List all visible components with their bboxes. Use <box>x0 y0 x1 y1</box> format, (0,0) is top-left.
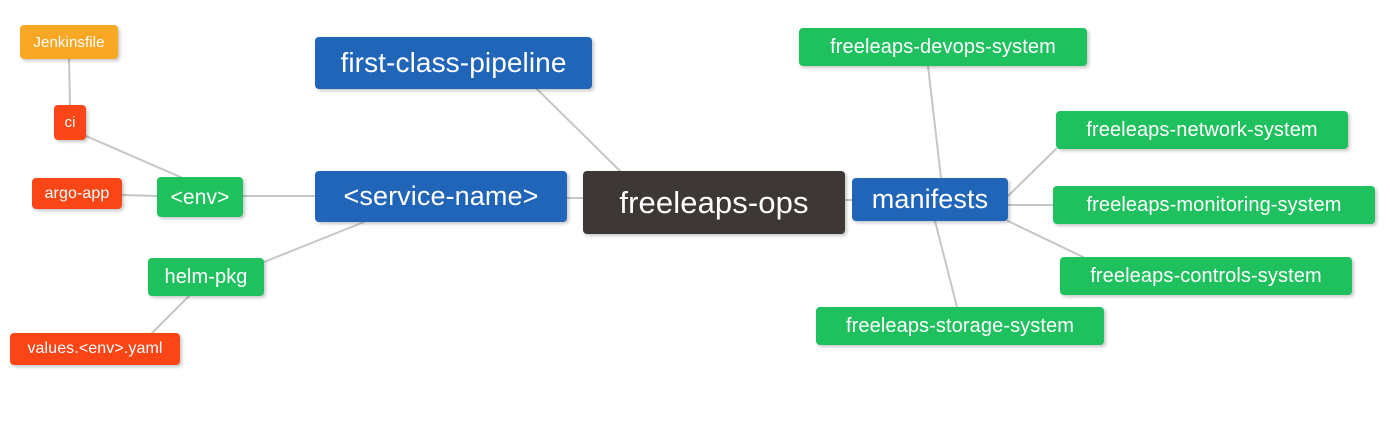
node-freeleaps-storage-system[interactable]: freeleaps-storage-system <box>816 307 1104 345</box>
edge-manifests-controls <box>1007 220 1084 258</box>
node-values-yaml[interactable]: values.<env>.yaml <box>10 333 180 365</box>
edge-jenkinsfile-ci <box>68 58 71 106</box>
node-freeleaps-monitoring-system[interactable]: freeleaps-monitoring-system <box>1053 186 1375 224</box>
node-argo-app[interactable]: argo-app <box>32 178 122 209</box>
node-ci[interactable]: ci <box>54 105 86 140</box>
node-freeleaps-devops-system[interactable]: freeleaps-devops-system <box>799 28 1087 66</box>
edge-first-class-pipeline-ops <box>536 88 621 172</box>
node-helm-pkg[interactable]: helm-pkg <box>148 258 264 296</box>
edge-manifests-devops <box>927 65 942 179</box>
node-service-name[interactable]: <service-name> <box>315 171 567 222</box>
edge-manifests-network <box>1007 148 1057 197</box>
edge-manifests-storage <box>934 220 958 308</box>
node-freeleaps-ops[interactable]: freeleaps-ops <box>583 171 845 234</box>
node-first-class-pipeline[interactable]: first-class-pipeline <box>315 37 592 89</box>
node-manifests[interactable]: manifests <box>852 178 1008 221</box>
node-freeleaps-network-system[interactable]: freeleaps-network-system <box>1056 111 1348 149</box>
node-jenkinsfile[interactable]: Jenkinsfile <box>20 25 118 59</box>
node-env[interactable]: <env> <box>157 177 243 217</box>
node-freeleaps-controls-system[interactable]: freeleaps-controls-system <box>1060 257 1352 295</box>
edge-helm-pkg-service-name <box>263 221 365 263</box>
edge-values-yaml-helm-pkg <box>151 295 190 334</box>
edge-argo-app-env <box>121 194 158 197</box>
